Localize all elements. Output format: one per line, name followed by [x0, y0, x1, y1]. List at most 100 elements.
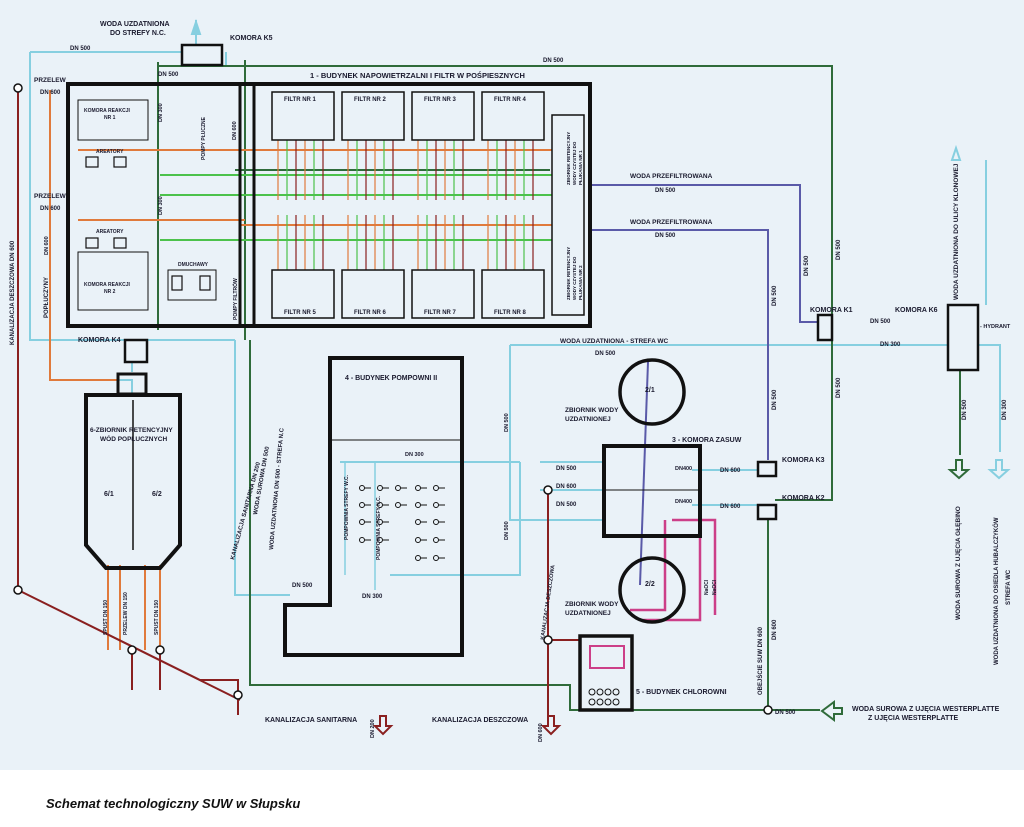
komora-k6-box	[946, 303, 980, 372]
label-strefa-wc: WODA UZDATNIONA - STREFA WC	[560, 338, 669, 345]
label-tank-62: 6/2	[152, 491, 162, 498]
label-przefiltrowana-2: WODA PRZEFILTROWANA	[630, 219, 713, 226]
pump-symbol	[359, 519, 365, 525]
arrow-kan-deszczowa	[540, 715, 562, 736]
pump-symbol	[377, 537, 383, 543]
paper-background	[0, 0, 1024, 770]
filter-label-5: FILTR NR 5	[284, 310, 317, 316]
label-dn600-f: DN 600	[44, 236, 50, 255]
label-spust-2: SPUST DN 150	[154, 600, 160, 635]
figure-caption: Schemat technologiczny SUW w Słupsku	[46, 796, 301, 811]
label-popluczyny: POPŁUCZYNY	[44, 277, 50, 318]
komora-reakcji-2-box	[77, 251, 149, 311]
pump-symbols	[85, 156, 211, 291]
label-dn500-s: DN 500	[962, 399, 968, 420]
label-pompownia-nc: POMPOWNIA STREFY N.C.	[376, 495, 382, 560]
label-komora-k6: KOMORA K6	[895, 307, 938, 314]
label-dn500-j: DN 500	[556, 466, 577, 472]
label-przelew-dn150: PRZELEW DN 150	[123, 592, 129, 635]
filter-manifolds	[277, 140, 534, 270]
label-pompownia-wc: POMPOWNIA STREFY W.C.	[344, 474, 350, 540]
label-dn500-e: DN 500	[655, 233, 676, 239]
tank-6-outline	[84, 393, 182, 570]
building-4-outline	[283, 356, 464, 657]
chlorownia-box	[578, 634, 634, 712]
label-ulica-klonowa: WODA UZDATNIONA DO ULICY KLONOWEJ	[953, 163, 960, 300]
filter-box-7	[411, 269, 475, 319]
komora-k5-box	[180, 43, 224, 67]
label-dn200: DN 200	[370, 719, 376, 738]
building-4	[283, 356, 464, 657]
filter-box-4	[481, 91, 545, 141]
label-komora-k1: KOMORA K1	[810, 307, 853, 314]
tank-6-inlet	[116, 372, 148, 396]
pipe-wash-filters	[240, 149, 552, 226]
label-dn500-q: DN 500	[775, 710, 796, 716]
label-obejscie-suw: OBEJŚCIE SUW DN 600	[757, 626, 764, 695]
filter-labels: FILTR NR 1 FILTR NR 2 FILTR NR 3 FILTR NR 4…	[284, 97, 527, 316]
pump-symbol	[433, 537, 439, 543]
pipe-sewer-right	[547, 490, 580, 720]
filter-label-2: FILTR NR 2	[354, 97, 387, 103]
pipe-air-main	[160, 174, 552, 241]
label-areatory-2: AREATORY	[96, 229, 124, 235]
label-dn500-o: DN 500	[772, 389, 778, 410]
pipe-raw-top	[157, 62, 833, 330]
building-5	[578, 634, 634, 712]
label-dn500-f: DN 500	[292, 583, 313, 589]
arrow-hubalczykow	[987, 459, 1011, 480]
label-dn500-m: DN 500	[804, 255, 810, 276]
label-komora-k4: KOMORA K4	[78, 337, 121, 344]
komora-k4-box	[123, 338, 149, 364]
filter-label-6: FILTR NR 6	[354, 310, 387, 316]
label-dn300-b: DN 300	[158, 196, 164, 215]
pump-symbol	[415, 537, 421, 543]
dmuchawy-box	[167, 269, 217, 301]
filter-box-3	[411, 91, 475, 141]
label-tank-22: 2/2	[645, 581, 655, 588]
pipe-filtered-2	[590, 229, 769, 460]
label-dn400-a: DN400	[675, 466, 692, 472]
building-1-divider	[238, 82, 256, 328]
pump-symbol	[433, 519, 439, 525]
label-dn600-g: DN 600	[556, 484, 577, 490]
label-dn500-g: DN 500	[595, 351, 616, 357]
building-6	[84, 372, 182, 570]
label-dn500-p: DN 500	[836, 377, 842, 398]
chambers	[123, 43, 980, 521]
label-pompy-plucz: POMPY PŁUCZNE	[201, 116, 207, 160]
label-areatory-1: AREATORY	[96, 149, 124, 155]
label-tank-61: 6/1	[104, 491, 114, 498]
filter-label-3: FILTR NR 3	[424, 97, 457, 103]
arrow-up-nc	[190, 18, 202, 35]
filter-label-1: FILTR NR 1	[284, 97, 317, 103]
pipe-treated-wc	[340, 344, 950, 576]
pump-headers	[344, 462, 376, 590]
pump-symbol	[359, 485, 365, 491]
pipe-sewer-tank	[131, 650, 161, 690]
pump-symbol	[377, 485, 383, 491]
building-1-outline	[66, 82, 592, 328]
filter-label-4: FILTR NR 4	[494, 97, 527, 103]
label-kan-deszczowa-dn600: KANALIZACJA DESZCZOWA DN 600	[10, 240, 16, 345]
label-komora-k3: KOMORA K3	[782, 457, 825, 464]
filter-label-7: FILTR NR 7	[424, 310, 457, 316]
label-dn600-k: DN 600	[538, 723, 544, 742]
pipe-treated-k3k2	[692, 469, 760, 506]
pump-station-symbols	[344, 462, 445, 590]
retention-tanks	[551, 114, 585, 316]
air-pipes	[160, 174, 552, 241]
arrow-raw-westerplatte	[820, 700, 843, 722]
label-dn600-2: DN 600	[40, 206, 61, 212]
label-woda-glebino: WODA SUROWA Z UJĘCIA GŁĘBINO	[955, 506, 962, 620]
pump-symbol	[433, 555, 439, 561]
komora-zasuw	[602, 444, 702, 538]
label-przelew-2: PRZELEW	[34, 193, 67, 200]
komora-k3-box	[756, 460, 778, 478]
